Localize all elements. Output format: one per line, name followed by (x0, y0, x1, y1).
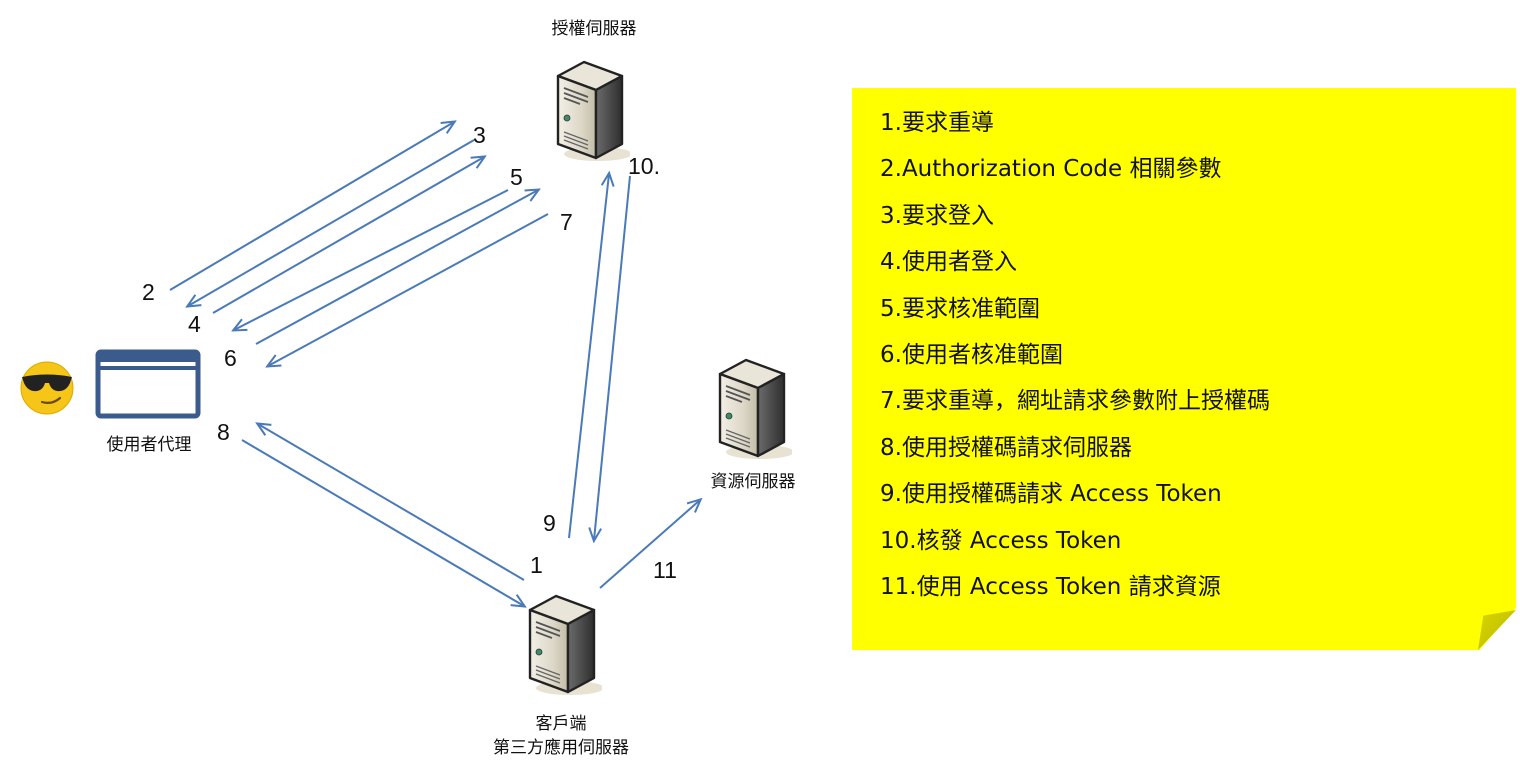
legend-item-11: 11.使用 Access Token 請求資源 (880, 573, 1221, 600)
arrow-step-4 (212, 157, 484, 314)
legend-item-6: 6.使用者核准範圍 (880, 341, 1063, 368)
legend-item-4: 4.使用者登入 (880, 249, 1017, 276)
arrow-step-5 (234, 189, 509, 330)
user-agent-label: 使用者代理 (107, 434, 192, 455)
arrow-step-8 (258, 424, 525, 581)
legend-item-8: 8.使用授權碼請求伺服器 (880, 434, 1132, 461)
arrow-step-10 (594, 175, 631, 540)
legend-item-7: 7.要求重導，網址請求參數附上授權碼 (880, 388, 1270, 415)
arrow-step-7 (268, 213, 549, 366)
legend-item-1: 1.要求重導 (880, 110, 994, 136)
arrow-step-2 (169, 122, 454, 291)
step-label-4: 4 (188, 311, 201, 337)
arrow-step-3 (188, 139, 475, 306)
legend-item-9: 9.使用授權碼請求 Access Token (880, 481, 1222, 508)
legend-list: 1.要求重導 2.Authorization Code 相關參數 3.要求登入 … (880, 100, 1270, 610)
client-label-line1: 客戶端 (536, 714, 587, 734)
arrow-step-1 (241, 439, 524, 606)
legend-item-10: 10.核發 Access Token (880, 527, 1122, 554)
arrow-step-9 (568, 174, 609, 539)
step-label-2: 2 (142, 279, 155, 305)
arrow-step-11 (599, 500, 700, 589)
legend-note (852, 88, 1516, 650)
step-label-9: 9 (543, 510, 556, 536)
client-label-line2: 第三方應用伺服器 (493, 737, 629, 758)
resource-server-icon (718, 358, 792, 461)
auth-server-label: 授權伺服器 (552, 19, 637, 39)
resource-server-label: 資源伺服器 (711, 472, 796, 492)
sunglasses-emoji-icon (20, 361, 74, 415)
legend-item-2: 2.Authorization Code 相關參數 (880, 156, 1222, 183)
browser-window-icon (95, 349, 201, 419)
step-label-11: 11 (653, 557, 677, 583)
arrow-step-6 (255, 190, 538, 345)
step-label-6: 6 (224, 345, 237, 371)
step-label-10: 10. (628, 153, 660, 179)
step-label-8: 8 (217, 419, 230, 445)
step-label-3: 3 (473, 122, 486, 148)
step-label-5: 5 (510, 164, 523, 190)
step-label-7: 7 (560, 209, 573, 235)
auth-server-icon (556, 60, 630, 163)
client-server-icon (528, 594, 602, 697)
legend-item-3: 3.要求登入 (880, 202, 994, 229)
step-label-1: 1 (530, 552, 543, 578)
legend-item-5: 5.要求核准範圍 (880, 295, 1040, 322)
